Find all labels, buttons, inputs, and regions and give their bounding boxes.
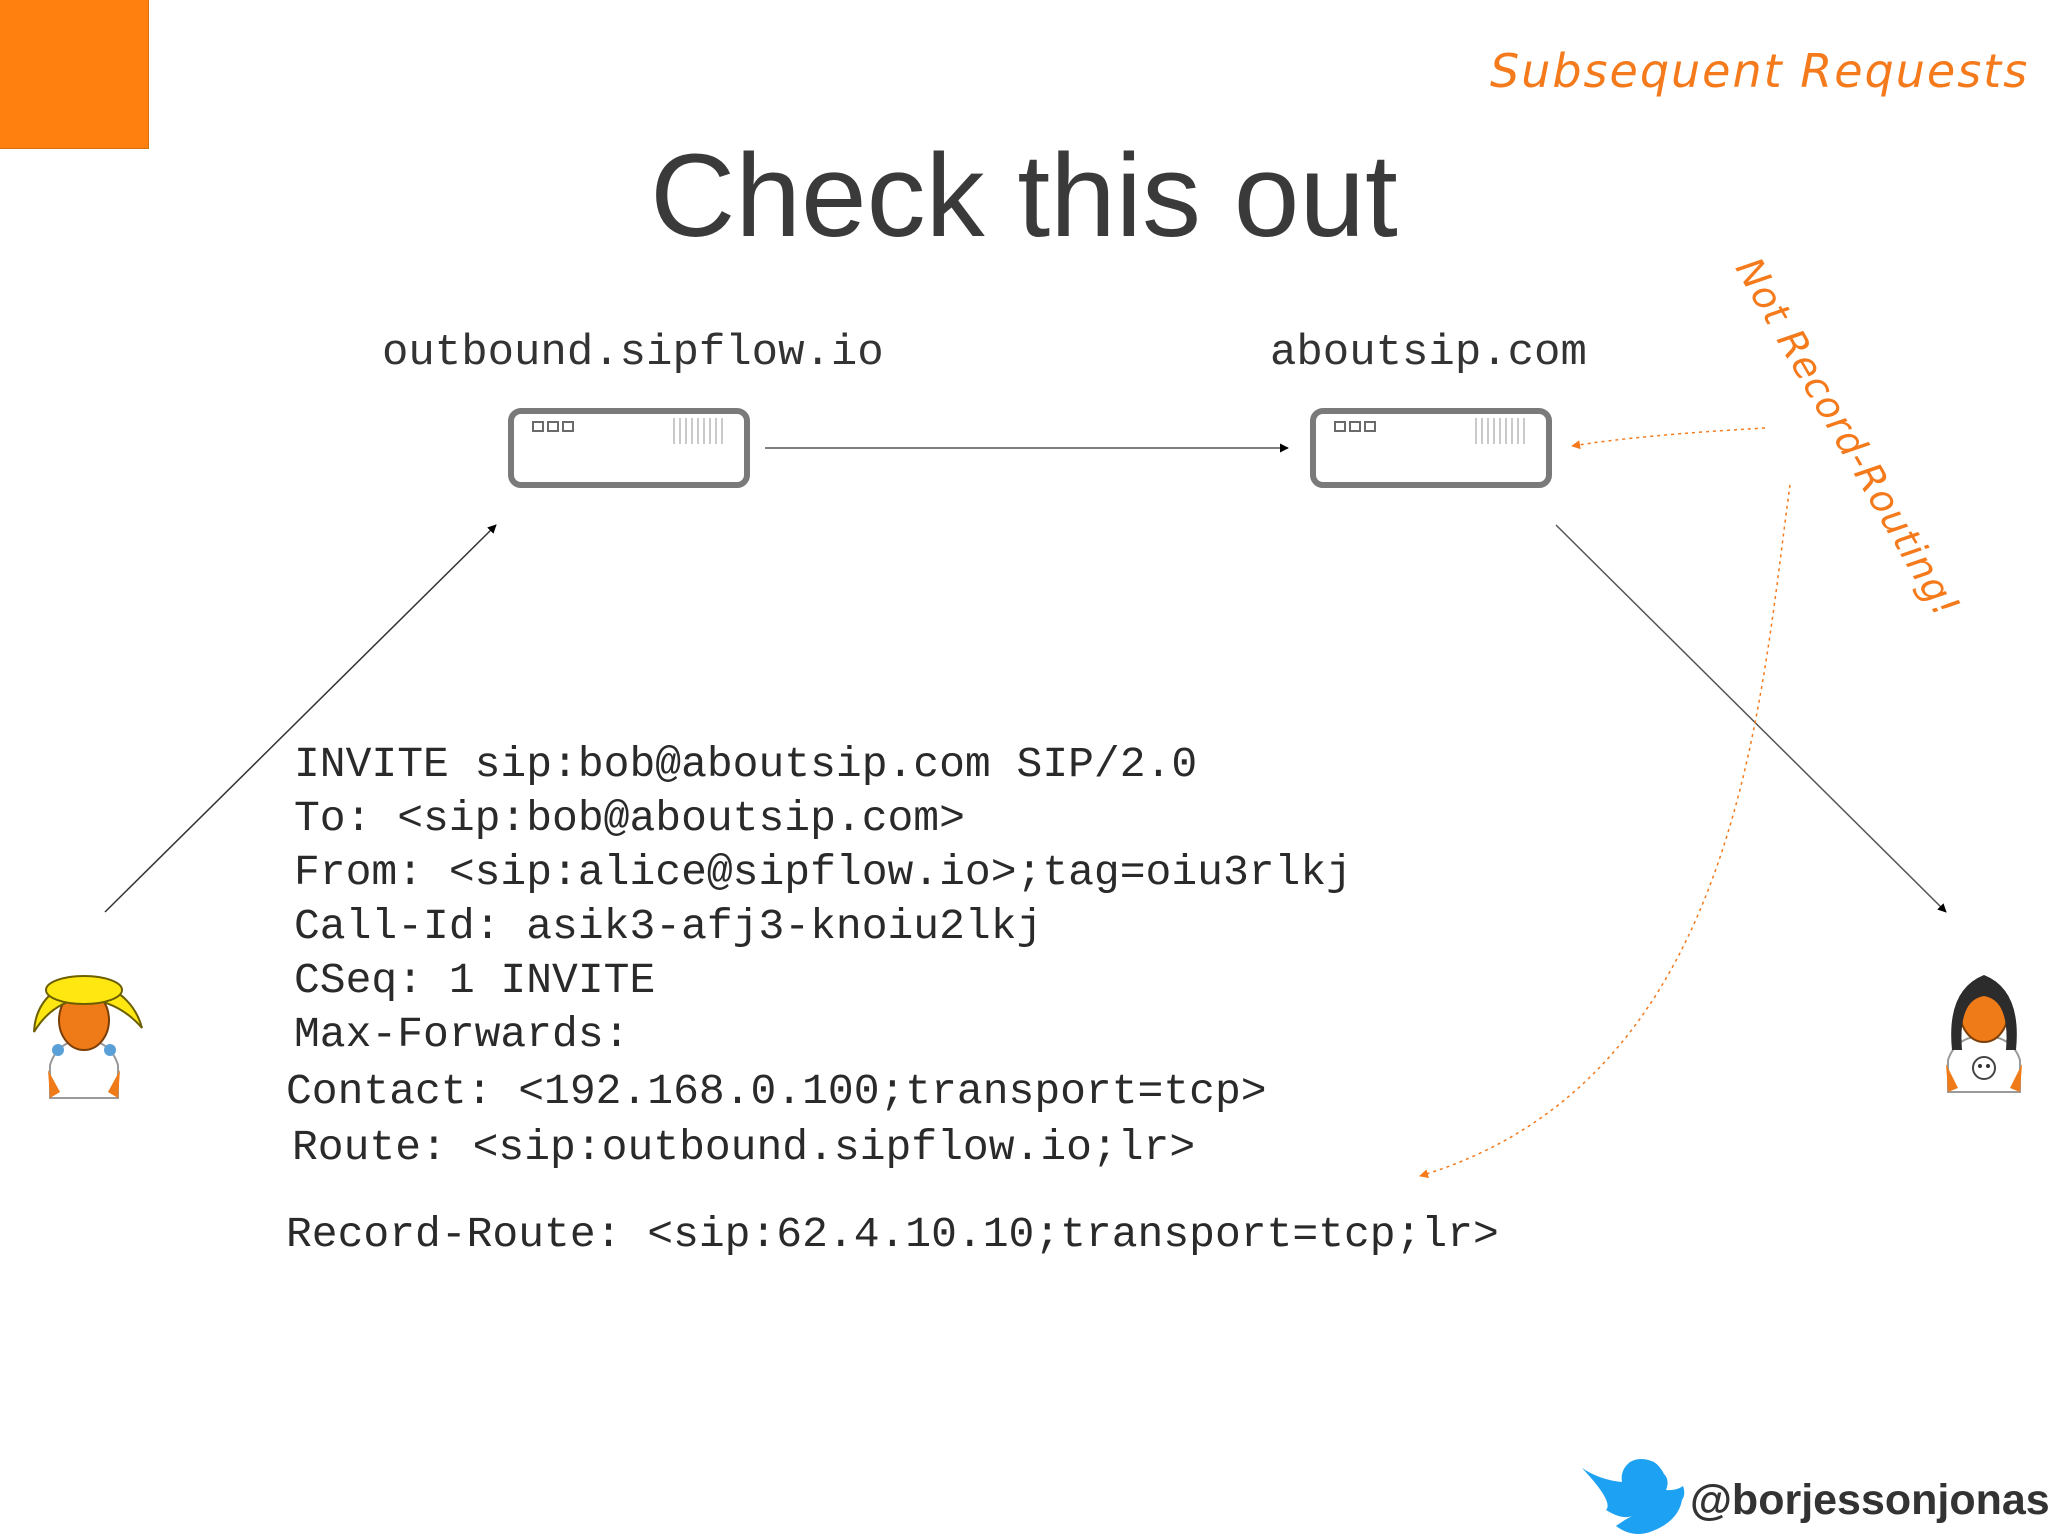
- annotation-arrow-to-server: [1571, 427, 1766, 450]
- slide-title: Check this out: [650, 130, 1398, 262]
- alice-avatar-icon: [33, 975, 143, 1099]
- twitter-bird-icon: [1582, 1459, 1685, 1534]
- from-header: From: <sip:alice@sipflow.io>;tag=oiu3rlk…: [294, 848, 1352, 897]
- cseq-header: CSeq: 1 INVITE: [294, 956, 656, 1005]
- section-label: Subsequent Requests: [1490, 44, 2030, 98]
- twitter-handle: @borjessonjonas: [1690, 1476, 2048, 1524]
- call-id-header: Call-Id: asik3-afj3-knoiu2lkj: [294, 902, 1043, 951]
- route-header: Route: <sip:outbound.sipflow.io;lr>: [292, 1123, 1196, 1172]
- max-forwards-header: Max-Forwards:: [294, 1010, 630, 1059]
- bob-avatar-icon: [1946, 975, 2022, 1093]
- server-to-bob-arrow: [1555, 524, 1947, 913]
- annotation-arrow-to-record-route: [1419, 484, 1791, 1178]
- server-hostname-label: aboutsip.com: [1270, 328, 1587, 378]
- corner-accent-block: [0, 0, 149, 149]
- record-route-header: Record-Route: <sip:62.4.10.10;transport=…: [286, 1210, 1499, 1259]
- proxy-server-icon: [508, 408, 750, 488]
- request-line: INVITE sip:bob@aboutsip.com SIP/2.0: [294, 740, 1198, 789]
- proxy-hostname-label: outbound.sipflow.io: [382, 328, 884, 378]
- destination-server-icon: [1310, 408, 1552, 488]
- contact-header: Contact: <192.168.0.100;transport=tcp>: [286, 1067, 1267, 1116]
- alice-to-proxy-arrow: [104, 524, 497, 913]
- to-header: To: <sip:bob@aboutsip.com>: [294, 794, 965, 843]
